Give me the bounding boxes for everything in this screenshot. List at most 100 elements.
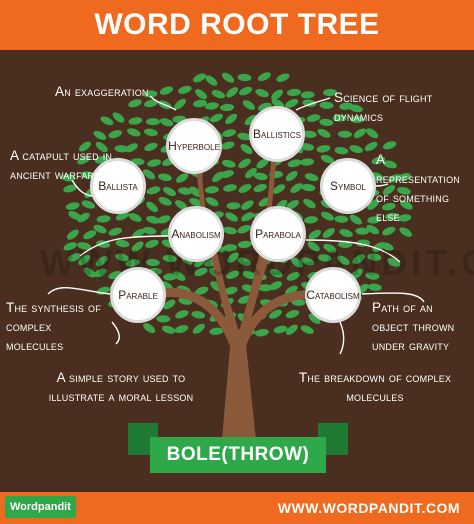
leaf [300, 257, 315, 266]
leaf [380, 242, 394, 251]
leaf [319, 101, 334, 109]
leaf [355, 227, 370, 235]
leaf [353, 128, 367, 139]
leaf [383, 160, 397, 169]
leaf [237, 257, 252, 266]
leaf [146, 215, 160, 224]
website-url: WWW.WORDPANDIT.COM [277, 500, 460, 516]
leaf [227, 252, 239, 263]
leaf [367, 216, 382, 224]
leaf [273, 325, 288, 334]
word-bubble-parabola: Parabola [250, 206, 306, 262]
leaf [223, 244, 238, 252]
leaf [112, 112, 125, 123]
leaf [81, 200, 95, 209]
leaf [194, 267, 208, 277]
leaf [220, 170, 234, 179]
leaf [192, 323, 205, 334]
leaf [225, 113, 238, 125]
arrow-catabolism-down [339, 321, 345, 355]
word-bubble-ballistics: Ballistics [249, 106, 305, 162]
leaf [245, 167, 257, 179]
leaf [323, 243, 337, 253]
leaf [397, 186, 411, 195]
leaf [163, 186, 176, 197]
meaning-parabola: Path of an object thrown under gravity [372, 300, 455, 353]
leaf [175, 310, 189, 319]
leaf [204, 186, 219, 194]
leaf [367, 253, 382, 261]
footer-bar [0, 492, 474, 524]
leaf [220, 103, 235, 112]
leaf [142, 226, 157, 235]
leaf [308, 313, 321, 324]
leaf [352, 254, 365, 265]
leaf [321, 211, 334, 221]
leaf [237, 224, 251, 234]
leaf [221, 72, 235, 83]
leaf [337, 130, 352, 138]
leaf [242, 100, 256, 110]
leaf [93, 224, 107, 234]
leaf [225, 212, 238, 222]
leaf [300, 143, 315, 151]
leaf [303, 198, 316, 209]
leaf [157, 215, 171, 224]
meaning-parable: A simple story used to illustrate a mora… [48, 370, 194, 404]
leaf [114, 145, 129, 153]
leaf [269, 268, 283, 278]
leaf [308, 229, 322, 240]
meaning-ballistics: Science of flight dynamics [334, 90, 433, 124]
leaf [77, 242, 92, 250]
leaf [223, 226, 237, 235]
leaf [221, 159, 236, 168]
word-bubble-parable: Parable [110, 267, 166, 323]
leaf [78, 254, 91, 266]
leaf [285, 98, 299, 108]
leaf [194, 286, 209, 295]
leaf [290, 183, 303, 194]
meaning-ballista: A catapult used in ancient warfare [10, 148, 113, 182]
leaf [66, 229, 79, 240]
leaf [100, 116, 114, 126]
leaf [367, 199, 380, 210]
leaf [287, 159, 302, 168]
leaf [242, 270, 256, 280]
leaf [145, 239, 159, 248]
leaf [144, 99, 158, 108]
leaf [65, 202, 80, 211]
leaf [146, 118, 160, 126]
leaf [162, 254, 177, 263]
arrow-anabolism [79, 235, 169, 257]
leaf [173, 271, 186, 281]
leaf [157, 173, 172, 182]
leaf [61, 174, 76, 182]
word-bubble-symbol: Symbol [320, 158, 376, 214]
leaf [291, 298, 306, 306]
leaf [286, 200, 299, 210]
leaf [96, 215, 111, 223]
leaf [399, 227, 412, 237]
leaf [83, 230, 97, 240]
title-bar: WORD ROOT TREE [0, 0, 474, 50]
leaf [365, 128, 379, 139]
arrow-ballistics [295, 97, 331, 111]
leaf [144, 142, 158, 152]
leaf [271, 98, 285, 109]
leaf [93, 268, 107, 278]
leaf [388, 174, 402, 183]
leaf [209, 327, 224, 335]
leaf [209, 113, 223, 123]
leaf [397, 214, 412, 222]
leaf [128, 99, 142, 108]
leaf [276, 73, 290, 82]
leaf [95, 141, 108, 153]
leaf [127, 128, 141, 137]
leaf [178, 85, 192, 94]
leaf [366, 224, 380, 235]
leaf [223, 286, 238, 295]
leaf [156, 315, 171, 323]
leaf [128, 213, 142, 222]
leaf [146, 186, 161, 195]
